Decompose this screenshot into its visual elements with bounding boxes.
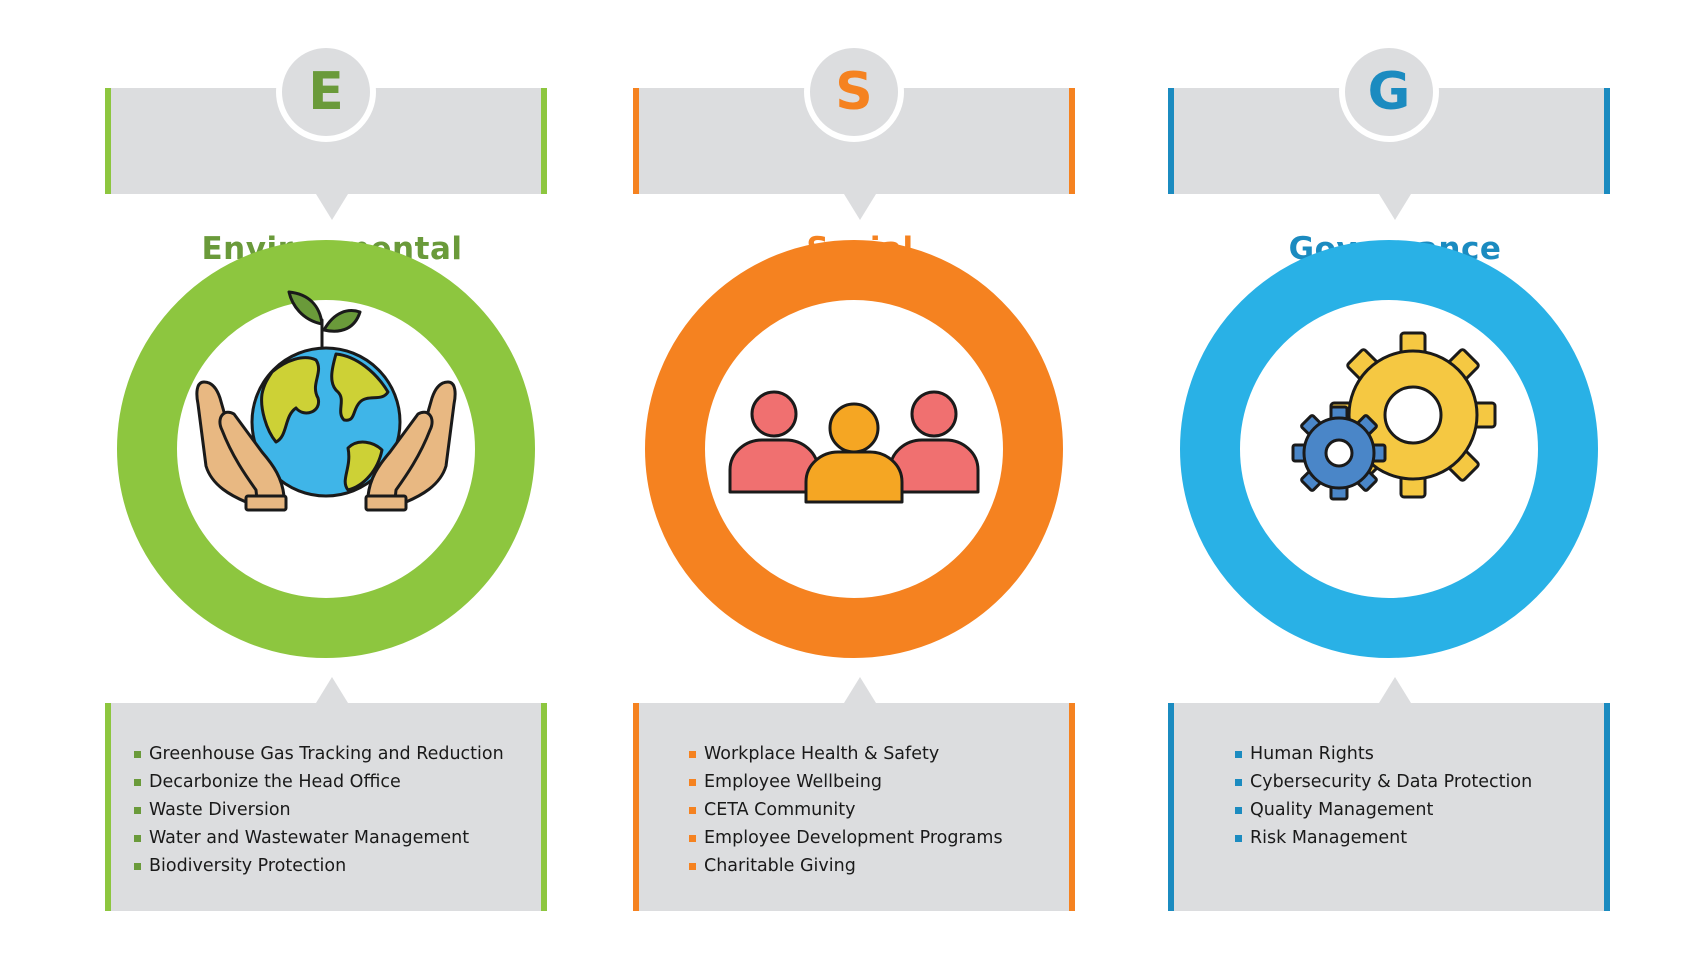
list-item: Risk Management: [1235, 824, 1532, 852]
letter-badge: S: [804, 42, 904, 142]
list-item: Employee Wellbeing: [689, 768, 1003, 796]
environmental-list-box: Greenhouse Gas Tracking and Reduction De…: [105, 677, 547, 911]
list-item: Workplace Health & Safety: [689, 740, 1003, 768]
pillar-governance: Governance G: [1168, 0, 1610, 960]
list-item: Water and Wastewater Management: [134, 824, 504, 852]
governance-items: Human Rights Cybersecurity & Data Protec…: [1235, 740, 1532, 852]
governance-list-box: Human Rights Cybersecurity & Data Protec…: [1168, 677, 1610, 911]
letter-badge: G: [1339, 42, 1439, 142]
social-items: Workplace Health & Safety Employee Wellb…: [689, 740, 1003, 880]
gears-icon: [1215, 290, 1563, 610]
list-item: CETA Community: [689, 796, 1003, 824]
social-list-box: Workplace Health & Safety Employee Wellb…: [633, 677, 1075, 911]
list-item: Human Rights: [1235, 740, 1532, 768]
list-item: Charitable Giving: [689, 852, 1003, 880]
pillar-environmental: Environmental E: [105, 0, 547, 960]
list-item: Cybersecurity & Data Protection: [1235, 768, 1532, 796]
list-item: Waste Diversion: [134, 796, 504, 824]
list-item: Decarbonize the Head Office: [134, 768, 504, 796]
list-item: Greenhouse Gas Tracking and Reduction: [134, 740, 504, 768]
environmental-items: Greenhouse Gas Tracking and Reduction De…: [134, 740, 504, 880]
list-item: Biodiversity Protection: [134, 852, 504, 880]
list-item: Quality Management: [1235, 796, 1532, 824]
pillar-social: Social S Workplace Health & Safety Emplo…: [633, 0, 1075, 960]
list-item: Employee Development Programs: [689, 824, 1003, 852]
letter-badge: E: [276, 42, 376, 142]
people-group-icon: [680, 290, 1028, 610]
hands-holding-earth-icon: [152, 290, 500, 610]
